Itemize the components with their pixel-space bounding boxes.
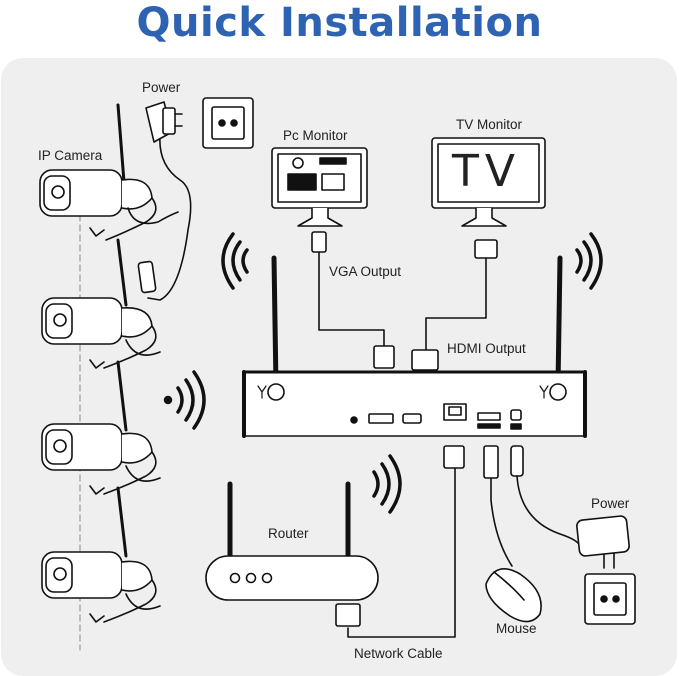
tv-screen-text: TV <box>452 146 521 197</box>
vga-output-label: VGA Output <box>329 264 402 279</box>
network-cable <box>347 467 456 638</box>
nvr-power-adapter <box>576 515 630 569</box>
tv-monitor-label: TV Monitor <box>456 117 523 132</box>
nvr-recorder <box>242 255 587 438</box>
ip-camera-label: IP Camera <box>38 148 103 163</box>
camera-wifi-signal-icon <box>163 370 206 430</box>
pc-monitor <box>271 147 368 227</box>
router-ethernet-plug-icon <box>335 603 361 627</box>
page-title: Quick Installation <box>136 0 543 46</box>
ip-camera-1 <box>39 103 179 241</box>
camera-1-power-cable <box>147 134 192 301</box>
ip-camera-2 <box>41 238 161 369</box>
nvr-dc-plug-icon <box>510 445 524 477</box>
nvr-power-label: Power <box>591 496 630 511</box>
ip-camera-4 <box>41 486 161 623</box>
camera-wall-socket <box>202 97 254 149</box>
router-label: Router <box>268 526 309 541</box>
tv-monitor <box>431 137 546 227</box>
pc-monitor-label: Pc Monitor <box>283 128 348 143</box>
mouse-device <box>485 568 542 623</box>
mouse-label: Mouse <box>496 621 537 636</box>
hdmi-plug-icon <box>411 349 439 371</box>
nvr-wall-socket <box>584 573 636 625</box>
camera-power-adapter <box>145 101 183 143</box>
nvr-left-wifi-signal-icon <box>221 232 249 290</box>
vga-connector-icon <box>311 231 327 253</box>
vga-plug-icon <box>373 345 395 369</box>
nvr-ethernet-plug-icon <box>443 445 465 469</box>
hdmi-output-label: HDMI Output <box>447 341 526 356</box>
camera-power-label: Power <box>142 80 181 95</box>
nvr-right-wifi-signal-icon <box>575 232 603 290</box>
usb-plug-icon <box>483 445 499 479</box>
mouse-cable <box>490 477 513 567</box>
hdmi-connector-icon <box>474 239 498 259</box>
router-wifi-signal-icon <box>372 454 402 514</box>
ip-camera-3 <box>41 360 161 495</box>
network-cable-label: Network Cable <box>354 646 443 661</box>
nvr-power-cable <box>516 475 581 547</box>
camera-1-dc-plug <box>137 260 157 294</box>
router <box>205 481 379 601</box>
hdmi-cable <box>425 257 487 351</box>
vga-cable <box>318 251 385 347</box>
